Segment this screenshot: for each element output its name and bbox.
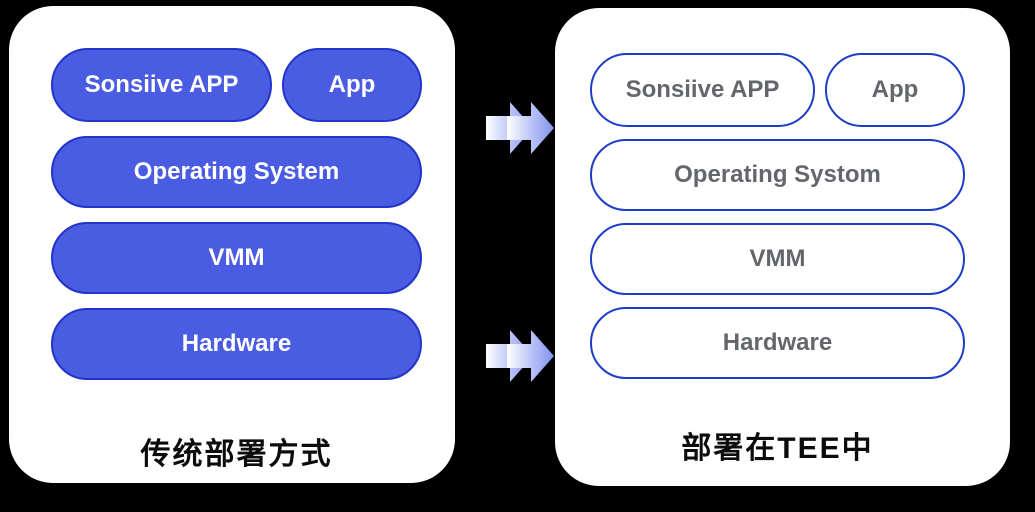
hardware-layer-row: Hardware <box>51 308 422 380</box>
app-layer-row: Sonsiive APP App <box>51 48 422 122</box>
pill-app: App <box>825 53 965 127</box>
os-layer-row: Operating System <box>51 136 422 208</box>
pill-vmm: VMM <box>590 223 965 295</box>
double-arrow-right-icon-bottom <box>486 330 554 382</box>
caption-tee-deployment: 部署在TEE中 <box>681 432 874 465</box>
app-layer-row: Sonsiive APP App <box>590 53 965 127</box>
panel-tee-deployment: Sonsiive APP App Operating Systom VMM Ha… <box>555 8 1010 486</box>
os-layer-row: Operating Systom <box>590 139 965 211</box>
pill-operating-system: Operating System <box>51 136 422 208</box>
pill-operating-system: Operating Systom <box>590 139 965 211</box>
vmm-layer-row: VMM <box>51 222 422 294</box>
pill-hardware: Hardware <box>51 308 422 380</box>
pill-vmm: VMM <box>51 222 422 294</box>
vmm-layer-row: VMM <box>590 223 965 295</box>
pill-app: App <box>282 48 422 122</box>
pill-hardware: Hardware <box>590 307 965 379</box>
double-arrow-right-icon-top <box>486 102 554 154</box>
pill-sonsiive-app: Sonsiive APP <box>590 53 815 127</box>
hardware-layer-row: Hardware <box>590 307 965 379</box>
caption-traditional-deployment: 传统部署方式 <box>140 438 333 471</box>
panel-traditional-deployment: Sonsiive APP App Operating System VMM Ha… <box>9 6 455 483</box>
pill-sonsiive-app: Sonsiive APP <box>51 48 272 122</box>
